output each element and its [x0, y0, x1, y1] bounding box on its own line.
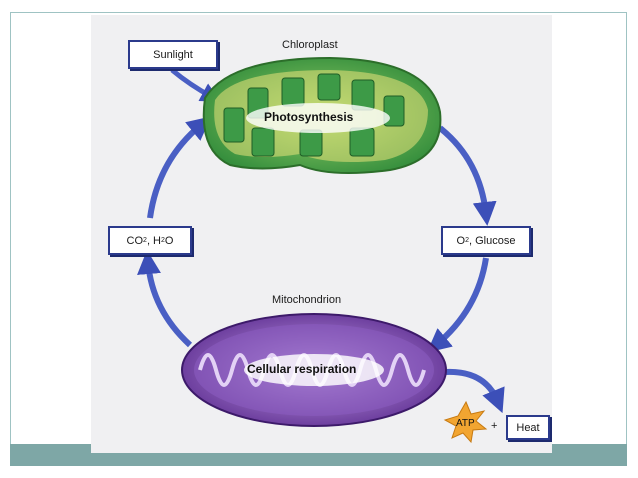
o2-subscript: 2 — [465, 237, 469, 244]
photosynthesis-label: Photosynthesis — [264, 110, 354, 124]
sunlight-arrow — [170, 68, 221, 102]
cellular-respiration-label: Cellular respiration — [247, 362, 357, 376]
sunlight-label: Sunlight — [153, 48, 193, 61]
chloroplast-illustration — [202, 56, 442, 175]
mitochondrion-to-co2-arrow — [137, 250, 193, 348]
chloroplast-label: Chloroplast — [282, 39, 338, 51]
chloroplast-to-o2-arrow — [438, 125, 497, 226]
slide-frame-right — [626, 12, 627, 444]
heat-box: Heat — [506, 415, 550, 440]
slide-frame-left — [10, 12, 11, 444]
atp-star — [443, 400, 488, 444]
atp-label: ATP — [456, 418, 475, 429]
co2-symbol: CO — [126, 234, 144, 247]
mitochondrion-to-heat-arrow — [444, 368, 505, 414]
slide-frame-top — [10, 12, 627, 13]
mitochondrion-label: Mitochondrion — [272, 294, 342, 306]
h2o-symbol: , H — [146, 234, 161, 247]
co2-subscript: 2 — [143, 237, 147, 244]
o2-symbol: O — [456, 234, 466, 247]
sunlight-box: Sunlight — [128, 40, 218, 69]
plus-sign: + — [491, 420, 498, 432]
h2o-o: O — [164, 234, 174, 247]
mitochondrion-illustration — [181, 313, 447, 427]
h2o-subscript: 2 — [161, 237, 165, 244]
co2-to-chloroplast-arrow — [147, 116, 212, 219]
heat-label: Heat — [516, 421, 540, 434]
o2-to-mitochondrion-arrow — [426, 257, 489, 353]
glucose-label: , Glucose — [469, 234, 516, 247]
